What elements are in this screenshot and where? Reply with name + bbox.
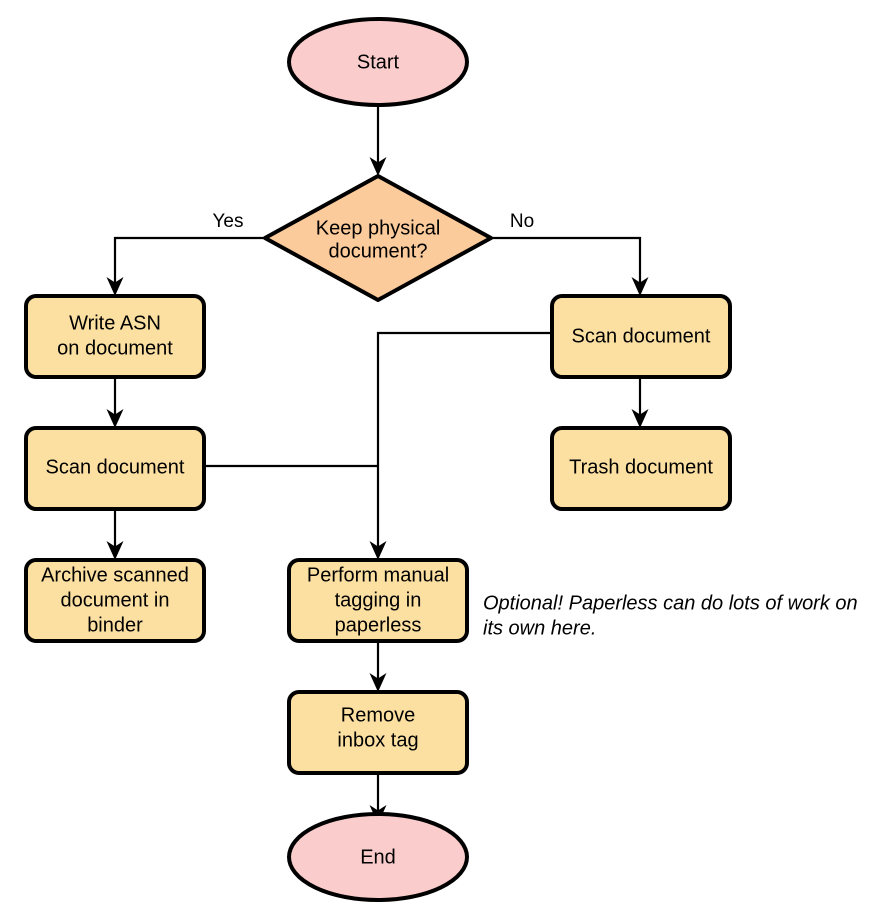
remove-inbox-label-line1: Remove: [341, 704, 415, 726]
scan-document-left-label: Scan document: [46, 456, 185, 478]
end-ellipse[interactable]: [287, 812, 469, 902]
write-asn-box[interactable]: [24, 294, 206, 379]
write-asn-label-line1: Write ASN: [69, 312, 161, 334]
edge-start-to-decision: [369, 105, 387, 176]
node-perform-manual-tagging[interactable]: Perform manual tagging in paperless: [287, 558, 469, 643]
node-trash-document[interactable]: Trash document: [550, 426, 732, 511]
edge-tagging-to-remove-inbox: [369, 641, 387, 692]
node-write-asn[interactable]: Write ASN on document: [24, 294, 206, 379]
node-scan-document-right[interactable]: Scan document: [550, 294, 732, 379]
archive-label-line2: document in: [61, 589, 170, 611]
trash-document-label: Trash document: [569, 456, 713, 478]
archive-label-line1: Archive scanned: [41, 564, 189, 586]
edge-decision-no-to-scan-right: [491, 236, 649, 296]
edge-label-no: No: [510, 211, 534, 232]
start-label: Start: [357, 51, 400, 73]
tagging-box[interactable]: [287, 558, 469, 643]
tagging-label-line1: Perform manual: [307, 564, 449, 586]
edge-decision-yes-to-write-asn: [106, 236, 265, 296]
edge-scan-left-to-archive: [106, 509, 124, 560]
edge-scan-right-to-trash: [631, 377, 649, 428]
edge-label-yes: Yes: [213, 211, 244, 232]
tagging-label-line2: tagging in: [335, 589, 422, 611]
edge-scan-right-to-tagging: [369, 331, 552, 560]
node-end[interactable]: End: [287, 812, 469, 902]
start-ellipse[interactable]: [287, 17, 469, 107]
remove-inbox-tag-box[interactable]: [287, 690, 469, 775]
tagging-label-line3: paperless: [335, 614, 422, 636]
node-decision-keep-physical-document[interactable]: Keep physical document?: [263, 174, 493, 302]
archive-box[interactable]: [24, 558, 206, 643]
write-asn-label-line2: on document: [57, 337, 173, 359]
node-scan-document-left[interactable]: Scan document: [24, 426, 206, 511]
optional-note-line1: Optional! Paperless can do lots of work …: [483, 592, 858, 614]
scan-document-left-box[interactable]: [24, 426, 206, 511]
node-remove-inbox-tag[interactable]: Remove inbox tag: [287, 690, 469, 775]
annotation-optional-note: Optional! Paperless can do lots of work …: [483, 592, 858, 639]
remove-inbox-label-line2: inbox tag: [337, 729, 418, 751]
decision-diamond[interactable]: [263, 174, 493, 302]
node-start[interactable]: Start: [287, 17, 469, 107]
archive-label-line3: binder: [87, 614, 143, 636]
node-archive-scanned-document[interactable]: Archive scanned document in binder: [24, 558, 206, 643]
decision-label-line2: document?: [329, 240, 428, 262]
end-label: End: [360, 846, 396, 868]
scan-document-right-label: Scan document: [572, 325, 711, 347]
edge-write-asn-to-scan-left: [106, 377, 124, 428]
scan-document-right-box[interactable]: [550, 294, 732, 379]
optional-note-line2: its own here.: [483, 617, 596, 639]
trash-document-box[interactable]: [550, 426, 732, 511]
decision-label-line1: Keep physical: [316, 217, 441, 239]
